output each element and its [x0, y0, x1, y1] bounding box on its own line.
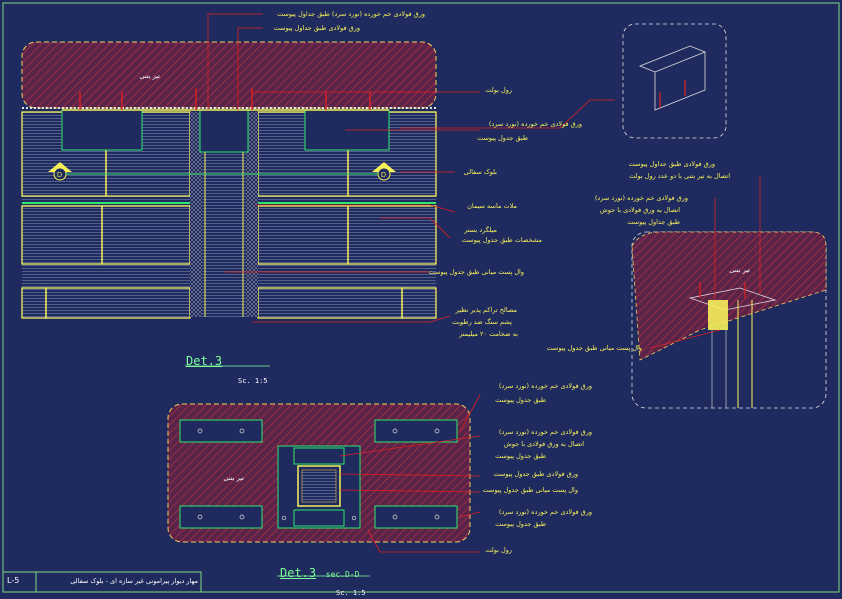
- label-steel-plate-bent-2a: ورق فولادی خم خورده (نورد سرد): [488, 120, 582, 128]
- label-bottom-1a: ورق فولادی خم خورده (نورد سرد): [498, 382, 592, 390]
- label-iso-2c: طبق جداول پیوست: [627, 218, 680, 226]
- label-bottom-3: ورق فولادی طبق جدول پیوست: [493, 470, 578, 478]
- detail-bottom-title: Det.3: [280, 566, 317, 580]
- detail-top-scale: Sc. 1:5: [238, 377, 268, 385]
- detail-top-title: Det.3: [186, 354, 223, 368]
- svg-text:D: D: [381, 172, 386, 179]
- label-filler-b: پشم سنگ ضد رطوبت: [451, 318, 512, 326]
- detail-top: D D: [21, 13, 615, 323]
- label-block: بلوک سفالی: [463, 168, 497, 176]
- label-iso-stud: وال پست میانی طبق جدول پیوست: [546, 344, 642, 352]
- label-bottom-6: رول بولت: [485, 546, 512, 554]
- label-rebar-a: میلگرد بستر: [464, 226, 497, 234]
- label-steel-plate-bent-1: ورق فولادی خم خورده (نورد سرد) طبق جداول…: [277, 10, 425, 18]
- detail-top-caption: Det.3: [186, 350, 222, 369]
- label-bottom-4: وال پست میانی طبق جدول پیوست: [482, 486, 578, 494]
- detail-bottom: [167, 394, 481, 553]
- sheet-caption: مهار دیوار پیرامونی غیر سازه ای - بلوک س…: [70, 577, 198, 585]
- label-filler-c: به ضخامت ۲۰ میلیمتر: [459, 330, 518, 338]
- label-mortar: ملات ماسه سیمان: [467, 202, 517, 210]
- section-marker-left: D: [48, 162, 72, 181]
- label-steel-plate-1: ورق فولادی طبق جداول پیوست: [273, 24, 360, 32]
- detail-bottom-subtitle: sec.D-D: [325, 570, 360, 579]
- label-bottom-2c: طبق جدول پیوست: [495, 452, 546, 460]
- label-steel-plate-bent-2b: طبق جدول پیوست: [477, 134, 528, 142]
- detail-iso-bracket: [622, 23, 727, 139]
- label-iso-2a: ورق فولادی خم خورده (نورد سرد): [594, 194, 688, 202]
- title-block: [2, 571, 202, 593]
- label-bottom-5b: طبق جدول پیوست: [495, 520, 546, 528]
- label-iso-1a: ورق فولادی طبق جداول پیوست: [628, 160, 715, 168]
- label-iso-2b: اتصال به ورق فولادی با جوش: [599, 206, 680, 214]
- label-filler-a: مصالح تراکم پذیر نظیر: [455, 306, 517, 314]
- label-stud-wall-top: وال پست میانی طبق جدول پیوست: [428, 268, 524, 276]
- sheet-code: L-5: [7, 576, 20, 585]
- svg-text:D: D: [57, 172, 62, 179]
- label-iso-1b: اتصال به تیر بتنی با دو عدد رول بولت: [629, 172, 730, 180]
- detail-iso-assembly: [631, 176, 827, 409]
- detail-bottom-scale: Sc. 1:5: [336, 589, 366, 597]
- label-bottom-2a: ورق فولادی خم خورده (نورد سرد): [498, 428, 592, 436]
- label-beam-top: تیر بتنی: [139, 72, 160, 80]
- label-rebar-b: مشخصات طبق جدول پیوست: [461, 236, 542, 244]
- label-bottom-1b: طبق جدول پیوست: [495, 396, 546, 404]
- label-iso-beam: تیر بتنی: [729, 266, 750, 274]
- label-beam-bottom: تیر بتنی: [223, 474, 244, 482]
- label-bottom-2b: اتصال به ورق فولادی با جوش: [503, 440, 584, 448]
- label-bottom-5a: ورق فولادی خم خورده (نورد سرد): [498, 508, 592, 516]
- label-rawl-bolt: رول بولت: [485, 86, 512, 94]
- detail-bottom-caption: Det.3 sec.D-D: [280, 562, 359, 581]
